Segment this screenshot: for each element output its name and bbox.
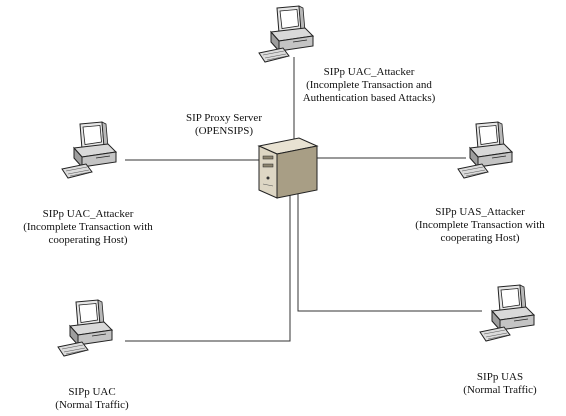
link-uac-normal [125, 185, 291, 342]
node-label-line: (Incomplete Transaction with [415, 219, 545, 231]
server-icon [257, 137, 319, 199]
node-label-uac-normal: SIPp UAC (Normal Traffic) [42, 386, 142, 412]
server-label: SIP Proxy Server (OPENSIPS) [159, 112, 289, 138]
node-label-uas-normal: SIPp UAS (Normal Traffic) [450, 371, 550, 397]
node-label-line: SIPp UAC [68, 386, 116, 398]
node-label-line: (Normal Traffic) [55, 399, 129, 411]
workstation-icon-left [61, 121, 117, 179]
node-label-line: SIPp UAS [476, 371, 524, 383]
workstation-icon-bottom-left [57, 299, 113, 357]
workstation-icon-bottom-right [479, 284, 535, 342]
node-label-line: SIPp UAS_Attacker [435, 206, 525, 218]
workstation-icon-right [457, 121, 513, 179]
server-label-line-2: (OPENSIPS) [194, 125, 254, 137]
connection-lines [125, 57, 482, 342]
node-label-line: (Normal Traffic) [463, 384, 537, 396]
node-label-line: (Incomplete Transaction and [306, 79, 432, 91]
node-label-line: cooperating Host) [48, 234, 128, 246]
node-label-line: Authentication based Attacks) [302, 92, 436, 104]
workstation-icon-top [258, 5, 314, 63]
node-label-uas-attacker-right: SIPp UAS_Attacker (Incomplete Transactio… [400, 206, 560, 245]
link-uas-normal [297, 185, 482, 312]
node-label-line: SIPp UAC_Attacker [323, 66, 415, 78]
server-label-line-1: SIP Proxy Server [186, 112, 262, 124]
node-label-uac-attacker-top: SIPp UAC_Attacker (Incomplete Transactio… [288, 66, 450, 105]
node-label-uac-attacker-left: SIPp UAC_Attacker (Incomplete Transactio… [8, 208, 168, 247]
node-label-line: cooperating Host) [440, 232, 520, 244]
node-label-line: (Incomplete Transaction with [23, 221, 153, 233]
node-label-line: SIPp UAC_Attacker [42, 208, 134, 220]
